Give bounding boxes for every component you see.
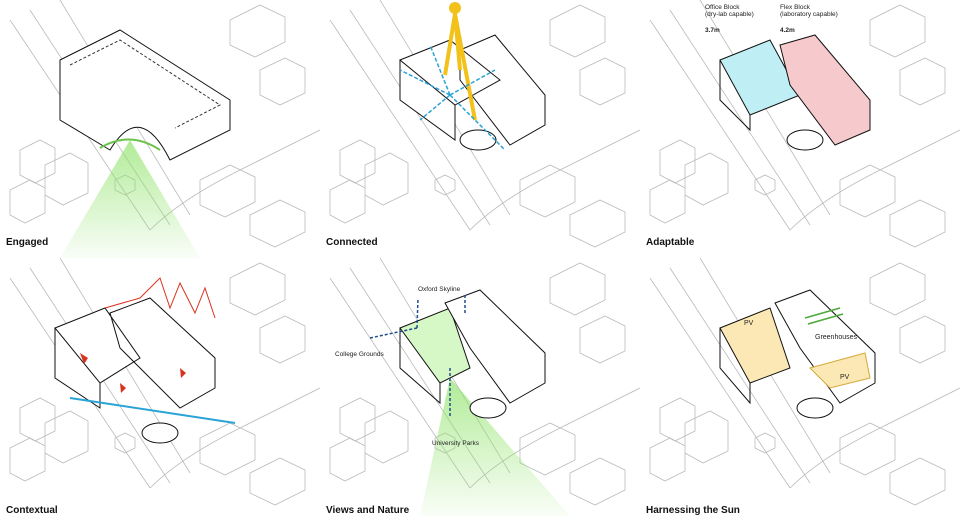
sun-diagram [649, 258, 960, 506]
flex-block-label: Flex Block [780, 4, 810, 11]
caption: Adaptable [646, 237, 695, 248]
sun-icon [449, 2, 461, 14]
flex-block-sub: (laboratory capable) [780, 11, 838, 19]
college-grounds-label: College Grounds [335, 351, 384, 358]
adaptable-diagram [649, 0, 960, 248]
caption: Harnessing the Sun [646, 505, 740, 516]
office-block-label: Office Block [705, 4, 740, 11]
green-view-cone [60, 140, 200, 258]
university-parks-label: University Parks [432, 440, 479, 447]
office-block-sub: (dry-lab capable) [705, 11, 754, 19]
contextual-diagram [9, 258, 320, 506]
panel-contextual: Contextual [0, 258, 320, 516]
pv-label-1: PV [744, 320, 754, 327]
panel-engaged: Engaged [0, 0, 320, 258]
caption: Connected [326, 237, 378, 248]
panel-connected: Connected [320, 0, 640, 258]
panel-views-and-nature: Oxford Skyline College Grounds Universit… [320, 258, 640, 516]
caption: Engaged [6, 237, 49, 248]
skyline-profile [104, 277, 216, 319]
pv-roof-1 [719, 307, 791, 384]
caption: Contextual [6, 505, 58, 516]
panel-adaptable: Office Block(dry-lab capable) 3.7m Flex … [640, 0, 960, 258]
view-arrows [369, 293, 466, 418]
engaged-diagram [9, 0, 320, 258]
oxford-skyline-label: Oxford Skyline [418, 286, 461, 293]
building-massing [59, 29, 231, 161]
sunlight-rays [443, 13, 477, 121]
pv-roof-2 [809, 352, 871, 389]
flex-height: 4.2m [780, 27, 795, 34]
views-diagram [329, 258, 640, 516]
connection-arrows [399, 44, 506, 151]
caption: Views and Nature [326, 505, 410, 516]
connected-diagram [329, 0, 640, 248]
greenhouses-label: Greenhouses [815, 334, 858, 341]
axis-arrow [69, 397, 236, 424]
pv-label-2: PV [840, 374, 850, 381]
office-height: 3.7m [705, 27, 720, 34]
flex-block [779, 34, 871, 146]
panel-harnessing-the-sun: PV Greenhouses PV Harnessing the Sun [640, 258, 960, 516]
